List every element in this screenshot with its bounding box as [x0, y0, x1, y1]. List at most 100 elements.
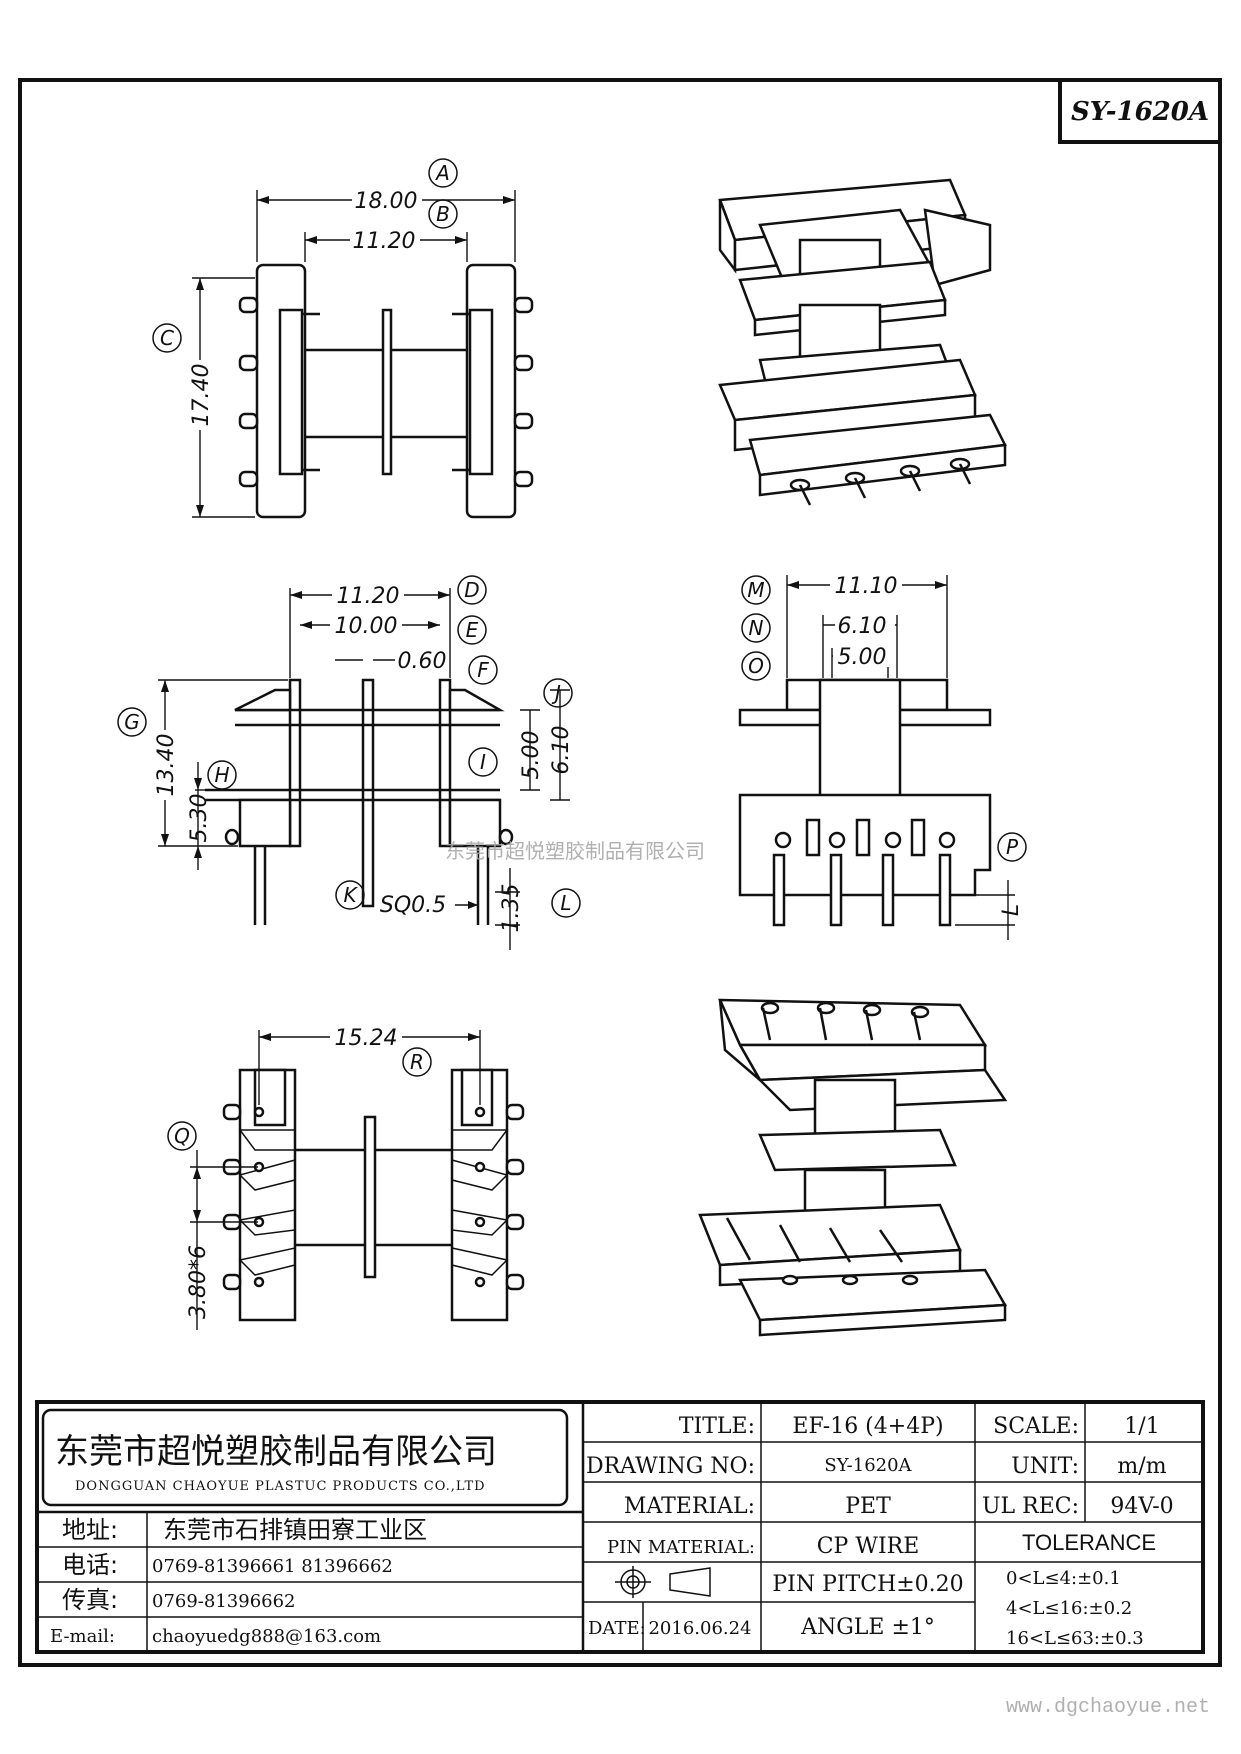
dim-d-value: 11.20: [337, 584, 400, 609]
tolerance-line-3: 16<L≤63:±0.3: [1006, 1628, 1144, 1649]
projection-symbol: [615, 1566, 711, 1598]
callout-k: K: [335, 880, 365, 910]
callout-i: I: [468, 747, 498, 777]
iso-view-bottom: [698, 998, 1008, 1337]
tolerance-line-2: 4<L≤16:±0.2: [1006, 1598, 1132, 1619]
watermark-text: 东莞市超悦塑胶制品有限公司: [445, 839, 705, 863]
sheet-border: [18, 78, 1222, 1667]
dim-l-value: 1.35: [499, 884, 524, 933]
callout-e: E: [457, 615, 487, 645]
callout-d: D: [457, 575, 487, 605]
front-view: 11.20 10.00 0.60 13.40 5.30 5.00 6.10 SQ…: [117, 575, 581, 950]
email-label: E-mail:: [50, 1626, 115, 1647]
drawing-no-label: DRAWING NO:: [586, 1454, 755, 1479]
dim-o-value: 5.00: [838, 645, 887, 670]
top-view-pins-right: [513, 296, 534, 488]
side-view-pin-holes: [774, 818, 956, 857]
pin-pitch-text: PIN PITCH±0.20: [772, 1572, 963, 1597]
svg-text:G: G: [124, 710, 140, 734]
svg-text:M: M: [747, 578, 764, 602]
dim-p-value: L: [999, 904, 1024, 916]
unit-value: m/m: [1117, 1454, 1166, 1479]
bottom-view: 15.24 3.80*6 Q R: [167, 1024, 525, 1330]
iso-view-top: [718, 178, 1007, 506]
svg-text:I: I: [480, 750, 486, 774]
pin-material-label: PIN MATERIAL:: [607, 1537, 755, 1558]
callout-m: M: [741, 575, 771, 605]
svg-text:D: D: [464, 578, 479, 602]
material-value: PET: [845, 1494, 891, 1519]
svg-text:H: H: [214, 763, 229, 787]
date-value: 2016.06.24: [648, 1618, 751, 1639]
unit-label: UNIT:: [1011, 1454, 1079, 1479]
dim-c-value: 17.40: [189, 364, 214, 427]
svg-text:O: O: [748, 654, 764, 678]
company-name-en: DONGGUAN CHAOYUE PLASTUC PRODUCTS CO.,LT…: [75, 1479, 486, 1494]
phone-value: 0769-81396661 81396662: [152, 1556, 393, 1577]
svg-text:A: A: [434, 161, 450, 185]
dim-i-value: 5.00: [519, 731, 544, 780]
callout-h: H: [207, 760, 237, 790]
tolerance-label: TOLERANCE: [1022, 1530, 1156, 1555]
phone-label: 电话:: [62, 1551, 118, 1579]
side-view: 11.10 6.10 5.00 L M N O P: [738, 572, 1027, 940]
callout-o: O: [741, 651, 771, 681]
tolerance-line-1: 0<L≤4:±0.1: [1006, 1568, 1121, 1589]
date-label: DATE:: [588, 1618, 646, 1639]
svg-text:E: E: [466, 618, 479, 642]
svg-text:J: J: [551, 681, 561, 705]
dim-j-value: 6.10: [549, 726, 574, 775]
bottom-view-slots-right: [451, 1129, 509, 1276]
company-name-cn: 东莞市超悦塑胶制品有限公司: [55, 1432, 497, 1472]
iso-bottom-pins-top: [760, 1001, 930, 1041]
svg-text:K: K: [343, 883, 358, 907]
pin-material-value: CP WIRE: [817, 1534, 920, 1559]
dim-n-value: 6.10: [838, 614, 887, 639]
svg-text:B: B: [436, 202, 450, 226]
dim-e-value: 10.00: [335, 614, 398, 639]
callout-a: A: [428, 158, 458, 188]
callout-n: N: [741, 613, 771, 643]
dim-h-value: 5.30: [187, 794, 212, 843]
dim-k-value: SQ0.5: [380, 893, 446, 918]
callout-l: L: [551, 888, 581, 918]
drawing-no-value: SY-1620A: [824, 1455, 912, 1476]
dim-r-value: 15.24: [335, 1026, 398, 1051]
callout-j: J: [543, 678, 573, 708]
fax-label: 传真:: [62, 1586, 118, 1614]
iso-top-pins: [789, 457, 972, 506]
fax-value: 0769-81396662: [152, 1591, 296, 1612]
scale-label: SCALE:: [993, 1414, 1079, 1439]
callout-q: Q: [167, 1121, 197, 1151]
svg-text:F: F: [477, 658, 489, 682]
dim-m-value: 11.10: [835, 574, 898, 599]
drawing-number-text: SY-1620A: [1071, 97, 1209, 127]
dim-b-value: 11.20: [353, 229, 416, 254]
scale-value: 1/1: [1124, 1414, 1159, 1439]
dim-q-value: 3.80*6: [186, 1245, 211, 1319]
title-block: 东莞市超悦塑胶制品有限公司 DONGGUAN CHAOYUE PLASTUC P…: [35, 1400, 1205, 1654]
ul-rec-label: UL REC:: [982, 1494, 1079, 1519]
title-label: TITLE:: [679, 1414, 755, 1439]
top-view-pins-left: [238, 296, 259, 488]
bottom-view-pins: [222, 1103, 525, 1291]
site-url: www.dgchaoyue.net: [1006, 1696, 1210, 1719]
callout-b: B: [428, 199, 458, 229]
dim-g-value: 13.40: [154, 734, 179, 797]
callout-c: C: [152, 323, 182, 353]
material-label: MATERIAL:: [624, 1494, 755, 1519]
title-value: EF-16 (4+4P): [792, 1414, 943, 1439]
callout-f: F: [468, 655, 498, 685]
svg-text:N: N: [749, 616, 764, 640]
ul-rec-value: 94V-0: [1110, 1494, 1173, 1519]
angle-text: ANGLE ±1°: [800, 1615, 935, 1640]
svg-text:L: L: [560, 891, 571, 915]
callout-g: G: [117, 707, 147, 737]
svg-text:R: R: [410, 1050, 424, 1074]
address-value: 东莞市石排镇田寮工业区: [163, 1516, 427, 1544]
email-value: chaoyuedg888@163.com: [152, 1626, 381, 1647]
svg-text:C: C: [160, 326, 174, 350]
top-view: 18.00 11.20 17.40 A B C: [152, 158, 534, 519]
dim-a-value: 18.00: [355, 189, 418, 214]
